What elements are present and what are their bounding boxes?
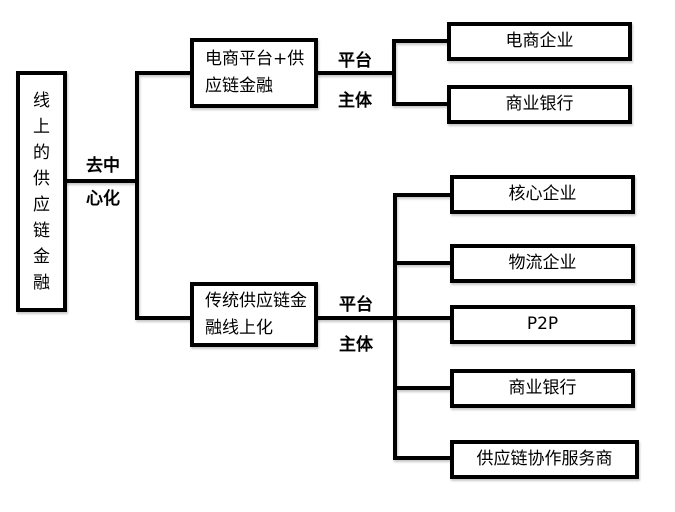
node-ecommerce-platform-scf: 电商平台+供 应链金融 bbox=[190, 38, 318, 108]
node-ecommerce-enterprise: 电商企业 bbox=[447, 22, 632, 61]
node-logistics-enterprise: 物流企业 bbox=[450, 244, 635, 283]
edge-label-subject-bottom: 主体 bbox=[339, 335, 373, 355]
node-label-line1: 传统供应链金 bbox=[205, 290, 307, 311]
node-commercial-bank-top: 商业银行 bbox=[447, 85, 632, 124]
edge-label-platform-top: 平台 bbox=[338, 51, 372, 71]
edge-label-decentralization-line2: 心化 bbox=[86, 189, 120, 209]
node-commercial-bank-bottom: 商业银行 bbox=[450, 369, 635, 408]
node-label-line1: 电商平台+供 bbox=[205, 49, 305, 69]
edge-label-platform-bottom: 平台 bbox=[339, 295, 373, 315]
node-p2p: P2P bbox=[450, 305, 635, 344]
node-traditional-scf-online: 传统供应链金 融线上化 bbox=[190, 282, 318, 347]
node-label-line2: 应链金融 bbox=[205, 76, 273, 96]
node-label-line2: 融线上化 bbox=[205, 317, 273, 338]
node-core-enterprise: 核心企业 bbox=[450, 175, 635, 214]
node-online-supply-chain-finance: 线上的供应链金融 bbox=[16, 71, 67, 312]
edge-label-subject-top: 主体 bbox=[338, 91, 372, 111]
node-label: 线上的供应链金融 bbox=[33, 90, 50, 293]
node-scf-collaboration-provider: 供应链协作服务商 bbox=[450, 440, 639, 479]
edge-label-decentralization-line1: 去中 bbox=[86, 156, 120, 176]
